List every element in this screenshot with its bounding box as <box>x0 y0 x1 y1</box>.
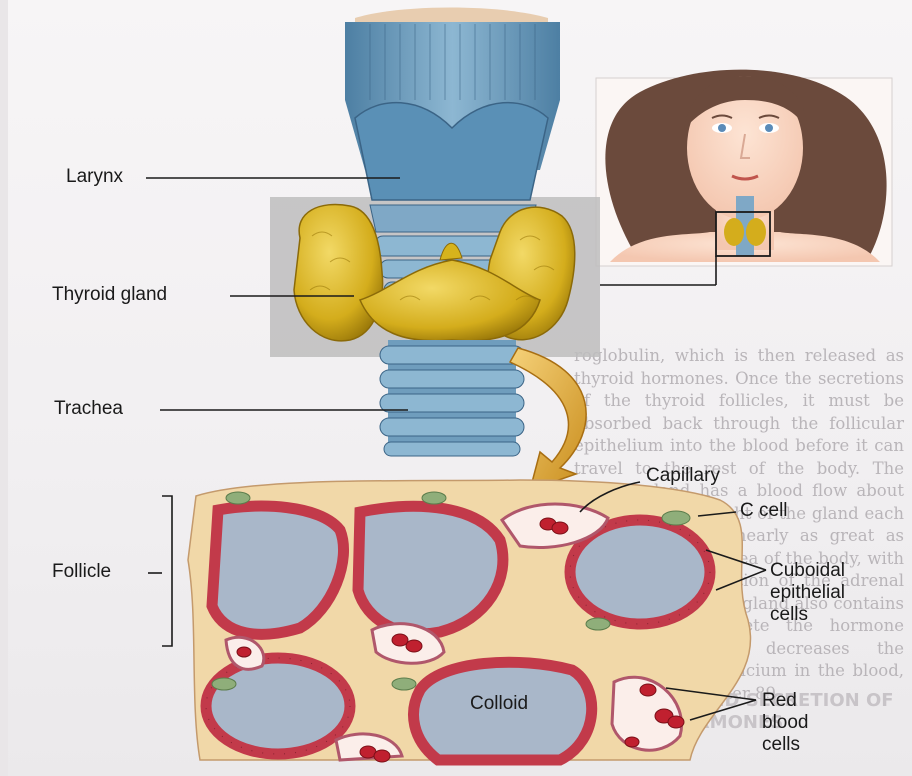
label-c-cell: C cell <box>740 500 788 522</box>
zoom-arrow <box>510 348 586 490</box>
label-cuboidal-line2: epithelial <box>770 582 845 604</box>
label-colloid: Colloid <box>470 693 528 715</box>
label-red-blood-cells: Red blood cells <box>762 690 809 756</box>
woman-inset <box>596 70 892 266</box>
label-follicle: Follicle <box>52 561 111 583</box>
label-thyroid-gland: Thyroid gland <box>52 284 167 306</box>
trachea-illustration <box>380 340 524 456</box>
label-trachea: Trachea <box>54 398 123 420</box>
label-red-line1: Red <box>762 690 809 712</box>
label-capillary: Capillary <box>646 465 720 487</box>
label-cuboidal-epithelial-cells: Cuboidal epithelial cells <box>770 560 845 626</box>
label-red-line2: blood <box>762 712 809 734</box>
label-cuboidal-line1: Cuboidal <box>770 560 845 582</box>
label-larynx: Larynx <box>66 166 123 188</box>
follicle-tissue-illustration <box>188 480 751 762</box>
label-red-line3: cells <box>762 734 809 756</box>
label-cuboidal-line3: cells <box>770 604 845 626</box>
